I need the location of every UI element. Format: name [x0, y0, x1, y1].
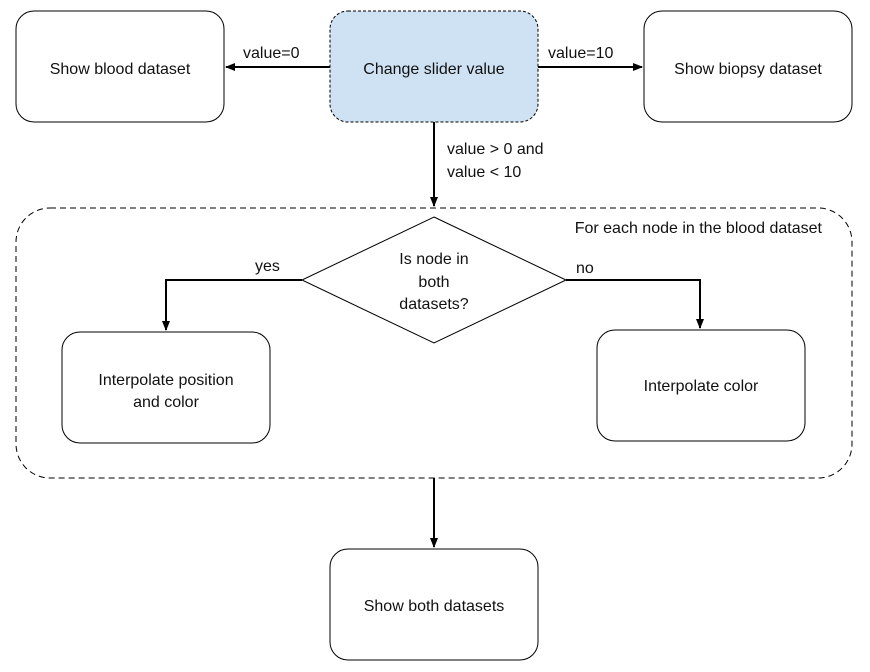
change-slider-label: Change slider value [363, 61, 505, 78]
edge-label-yes: yes [255, 258, 280, 275]
edge-label-value-ten: value=10 [548, 45, 613, 62]
edge-label-no: no [576, 260, 594, 277]
decision-diamond [300, 216, 568, 344]
edge-label-value-zero: value=0 [243, 45, 300, 62]
show-both-box [329, 548, 539, 661]
interp-pos-color-line1: Interpolate position [98, 372, 233, 389]
show-blood-box [15, 10, 225, 123]
show-biopsy-box [643, 10, 853, 123]
edge-label-value-between-1: value > 0 and [447, 141, 544, 158]
show-both-label: Show both datasets [364, 598, 505, 615]
edge-label-value-between-2: value < 10 [447, 164, 521, 181]
edge-yes [162, 279, 302, 331]
decision-label-line3: datasets? [399, 296, 468, 313]
interp-color-box [596, 329, 806, 442]
interp-pos-color-line2: and color [133, 394, 199, 411]
show-blood-label: Show blood dataset [50, 61, 191, 78]
show-biopsy-label: Show biopsy dataset [674, 61, 822, 78]
decision-label-line2: both [418, 274, 449, 291]
edge-no [566, 279, 704, 329]
decision-label-line1: Is node in [399, 251, 468, 268]
interp-pos-color-box [61, 331, 271, 444]
interp-color-label: Interpolate color [644, 378, 759, 395]
loop-group-label: For each node in the blood dataset [575, 220, 823, 237]
